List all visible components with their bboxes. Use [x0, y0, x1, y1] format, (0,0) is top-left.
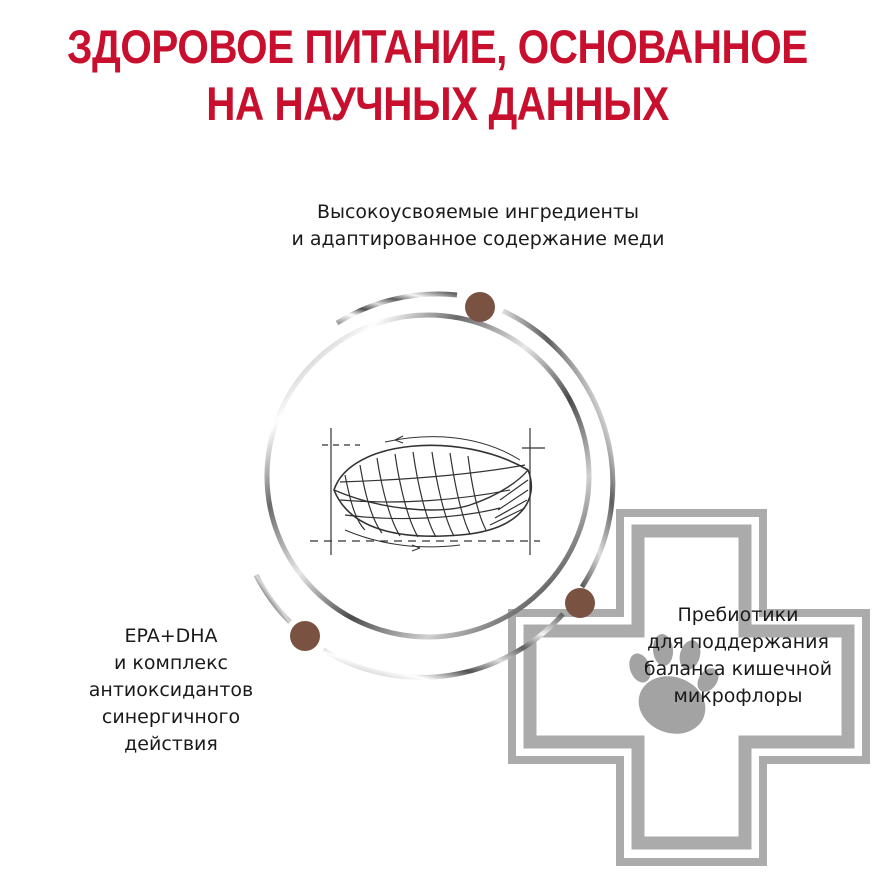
paw-icon	[629, 634, 719, 734]
benefit-antioxidants: EPA+DHA и комплекс антиоксидантов синерг…	[46, 623, 296, 758]
benefit-line: действия	[124, 733, 218, 755]
benefit-line: баланса кишечной	[643, 658, 833, 680]
benefit-line: и комплекс	[114, 652, 228, 674]
benefit-line: антиоксидантов	[88, 679, 254, 701]
benefit-prebiotics: Пребиотики для поддержания баланса кишеч…	[598, 602, 875, 710]
benefit-line: синергичного	[101, 706, 241, 728]
orbit-dot-left	[290, 621, 320, 651]
headline-line-1: ЗДОРОВОЕ ПИТАНИЕ, ОСНОВАННОЕ	[67, 20, 808, 73]
outer-orbit	[253, 291, 616, 680]
benefit-line: микрофлоры	[673, 685, 803, 707]
benefit-digestibility: Высокоусвояемые ингредиенты и адаптирова…	[238, 199, 718, 253]
orbit-dot-right	[565, 588, 595, 618]
inner-ring	[264, 312, 592, 640]
benefit-line: для поддержания	[647, 631, 829, 653]
headline: ЗДОРОВОЕ ПИТАНИЕ, ОСНОВАННОЕ НА НАУЧНЫХ …	[61, 18, 814, 132]
orbit-dot-top	[465, 292, 495, 322]
benefit-line: Высокоусвояемые ингредиенты	[316, 201, 640, 223]
kibble-sketch-icon	[310, 428, 545, 555]
benefit-line: Пребиотики	[677, 604, 799, 626]
benefit-line: EPA+DHA	[124, 625, 218, 647]
benefit-line: и адаптированное содержание меди	[291, 228, 665, 250]
headline-line-2: НА НАУЧНЫХ ДАННЫХ	[206, 77, 669, 130]
